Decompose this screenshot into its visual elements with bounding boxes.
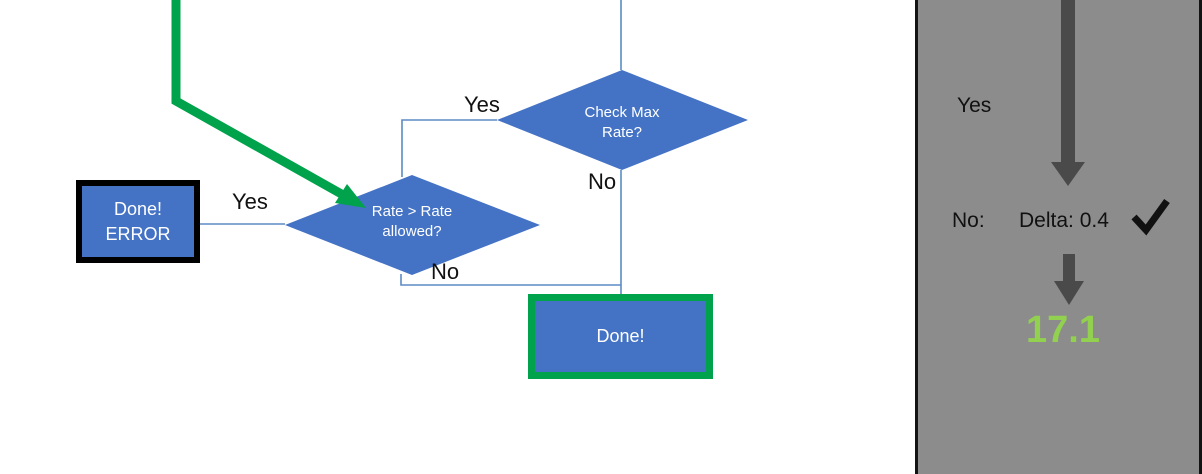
- edge-label-no-done: No: [431, 259, 460, 284]
- green-flow-arrowhead-icon: [335, 184, 366, 208]
- green-flow-arrow-line: [171, 0, 348, 200]
- connector-yes-max-rate-to-rate: [401, 119, 497, 177]
- edge-label-yes-error: Yes: [232, 189, 268, 214]
- check-mark-icon: [1131, 198, 1170, 236]
- connector-no-rate-to-done: [400, 274, 621, 286]
- node-max-rate-check[interactable]: [497, 70, 748, 170]
- node-done-error-box[interactable]: Done! ERROR: [76, 180, 200, 263]
- panel-delta-label: Delta: 0.4: [1019, 209, 1109, 232]
- panel-no-label: No:: [952, 209, 985, 232]
- result-panel: Yes No: Delta: 0.4 17.1: [915, 0, 1202, 474]
- edge-label-yes-max-rate: Yes: [464, 92, 500, 117]
- panel-arrow-bottom-shaft: [1063, 254, 1075, 284]
- node-done-error-label: Done! ERROR: [105, 199, 171, 244]
- panel-yes-label: Yes: [957, 94, 992, 117]
- panel-arrow-bottom-head-icon: [1054, 281, 1084, 305]
- flowchart-canvas: [171, 0, 748, 296]
- panel-result-value: 17.1: [1026, 309, 1100, 351]
- node-done-label: Done!: [596, 325, 645, 346]
- panel-arrow-top-shaft: [1061, 0, 1075, 164]
- node-rate-check[interactable]: [285, 175, 540, 275]
- panel-arrows-canvas: [1051, 0, 1170, 305]
- edge-label-no-max-rate: No: [588, 169, 617, 194]
- node-done-box[interactable]: Done!: [528, 294, 713, 379]
- panel-arrow-top-head-icon: [1051, 162, 1085, 186]
